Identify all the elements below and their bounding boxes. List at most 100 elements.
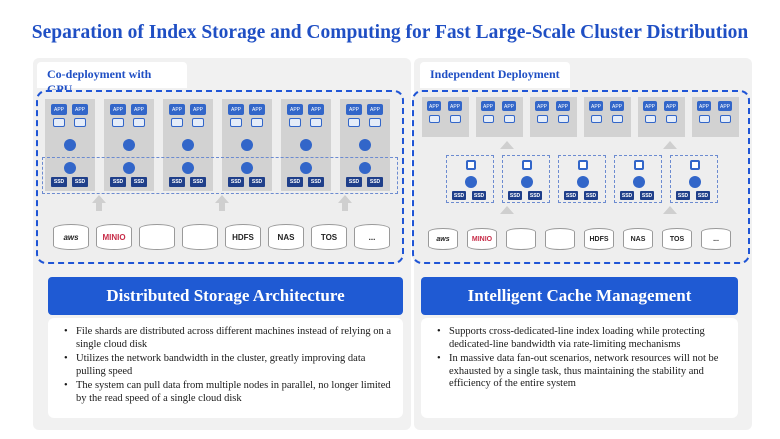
storage-label: MINIO <box>471 236 493 243</box>
chip-icon <box>53 118 65 127</box>
cache-node-box <box>670 155 718 203</box>
storage-cylinder-icon: HDFS <box>584 228 614 250</box>
gpu-chip-icon: APP <box>502 101 516 111</box>
cache-node-icon <box>241 162 253 174</box>
storage-label: HDFS <box>232 233 254 242</box>
cache-node-icon <box>359 162 371 174</box>
left-bullet-2: Utilizes the network bandwidth in the cl… <box>58 353 393 378</box>
storage-cylinder-icon: NAS <box>268 224 304 250</box>
storage-label: NAS <box>277 233 295 242</box>
gpu-chip-icon: APP <box>535 101 549 111</box>
cache-node-icon <box>634 160 644 170</box>
storage-cylinder-icon: MINIO <box>467 228 497 250</box>
cache-node-icon <box>466 160 476 170</box>
page-title: Separation of Index Storage and Computin… <box>31 22 749 43</box>
cache-node-icon <box>690 160 700 170</box>
cache-node-icon <box>522 160 532 170</box>
cache-node-icon <box>300 162 312 174</box>
cache-node-icon <box>123 139 135 151</box>
ssd-icon: SSD <box>169 177 185 187</box>
gpu-chip-icon: APP <box>249 104 265 115</box>
storage-cylinder-icon <box>506 228 536 250</box>
chip-icon <box>450 115 461 123</box>
left-panel-tab: Co-deployment with GPU <box>37 62 187 96</box>
gpu-chip-icon: APP <box>448 101 462 111</box>
gpu-chip-icon: APP <box>718 101 732 111</box>
ssd-icon: SSD <box>110 177 126 187</box>
storage-cylinder-icon: aws <box>53 224 89 250</box>
bidirectional-arrow-icon <box>92 195 106 203</box>
bidirectional-arrow-icon <box>663 206 677 214</box>
ssd-icon: SSD <box>696 191 710 200</box>
cache-node-icon <box>577 176 589 188</box>
chip-icon <box>612 115 623 123</box>
chip-icon <box>251 118 263 127</box>
right-bullet-2: In massive data fan-out scenarios, netwo… <box>431 353 728 391</box>
storage-label: HDFS <box>589 236 609 243</box>
left-bullets: File shards are distributed across diffe… <box>48 318 403 418</box>
ssd-icon: SSD <box>676 191 690 200</box>
chip-icon <box>591 115 602 123</box>
left-cache-layer <box>42 157 398 194</box>
cache-node-icon <box>241 139 253 151</box>
ssd-icon: SSD <box>564 191 578 200</box>
bidirectional-arrow-icon <box>500 141 514 149</box>
storage-cylinder-icon: ... <box>354 224 390 250</box>
storage-label: ... <box>368 233 376 242</box>
gpu-chip-icon: APP <box>481 101 495 111</box>
chip-icon <box>133 118 145 127</box>
left-banner: Distributed Storage Architecture <box>48 277 403 315</box>
arrow-stem <box>219 203 225 211</box>
ssd-icon: SSD <box>190 177 206 187</box>
cache-node-icon <box>182 139 194 151</box>
ssd-icon: SSD <box>131 177 147 187</box>
ssd-icon: SSD <box>584 191 598 200</box>
gpu-chip-icon: APP <box>589 101 603 111</box>
chip-icon <box>483 115 494 123</box>
bidirectional-arrow-icon <box>338 195 352 203</box>
chip-icon <box>720 115 731 123</box>
gpu-chip-icon: APP <box>643 101 657 111</box>
chip-icon <box>537 115 548 123</box>
storage-cylinder-icon: ... <box>701 228 731 250</box>
storage-cylinder-icon: NAS <box>623 228 653 250</box>
cache-node-box <box>614 155 662 203</box>
chip-icon <box>112 118 124 127</box>
gpu-chip-icon: APP <box>287 104 303 115</box>
cache-node-icon <box>64 162 76 174</box>
storage-label: MINIO <box>102 233 126 242</box>
storage-label: NAS <box>630 236 646 243</box>
ssd-icon: SSD <box>367 177 383 187</box>
cache-node-icon <box>182 162 194 174</box>
bidirectional-arrow-icon <box>215 195 229 203</box>
ssd-icon: SSD <box>620 191 634 200</box>
chip-icon <box>645 115 656 123</box>
storage-label: aws <box>436 236 450 243</box>
gpu-chip-icon: APP <box>664 101 678 111</box>
storage-cylinder-icon <box>182 224 218 250</box>
storage-label: aws <box>63 233 79 242</box>
right-panel-tab: Independent Deployment <box>420 62 570 88</box>
gpu-chip-icon: APP <box>427 101 441 111</box>
chip-icon <box>369 118 381 127</box>
storage-cylinder-icon <box>545 228 575 250</box>
gpu-chip-icon: APP <box>228 104 244 115</box>
ssd-icon: SSD <box>287 177 303 187</box>
ssd-icon: SSD <box>249 177 265 187</box>
left-bullet-1: File shards are distributed across diffe… <box>58 326 393 351</box>
cache-node-box <box>558 155 606 203</box>
gpu-chip-icon: APP <box>51 104 67 115</box>
left-bullet-3: The system can pull data from multiple n… <box>58 380 393 405</box>
cache-node-box <box>502 155 550 203</box>
storage-label: TOS <box>669 236 685 243</box>
cache-node-icon <box>578 160 588 170</box>
ssd-icon: SSD <box>508 191 522 200</box>
storage-cylinder-icon: TOS <box>311 224 347 250</box>
gpu-chip-icon: APP <box>367 104 383 115</box>
ssd-icon: SSD <box>640 191 654 200</box>
chip-icon <box>504 115 515 123</box>
gpu-chip-icon: APP <box>697 101 711 111</box>
storage-label: TOS <box>320 233 338 242</box>
ssd-icon: SSD <box>308 177 324 187</box>
cache-node-icon <box>689 176 701 188</box>
